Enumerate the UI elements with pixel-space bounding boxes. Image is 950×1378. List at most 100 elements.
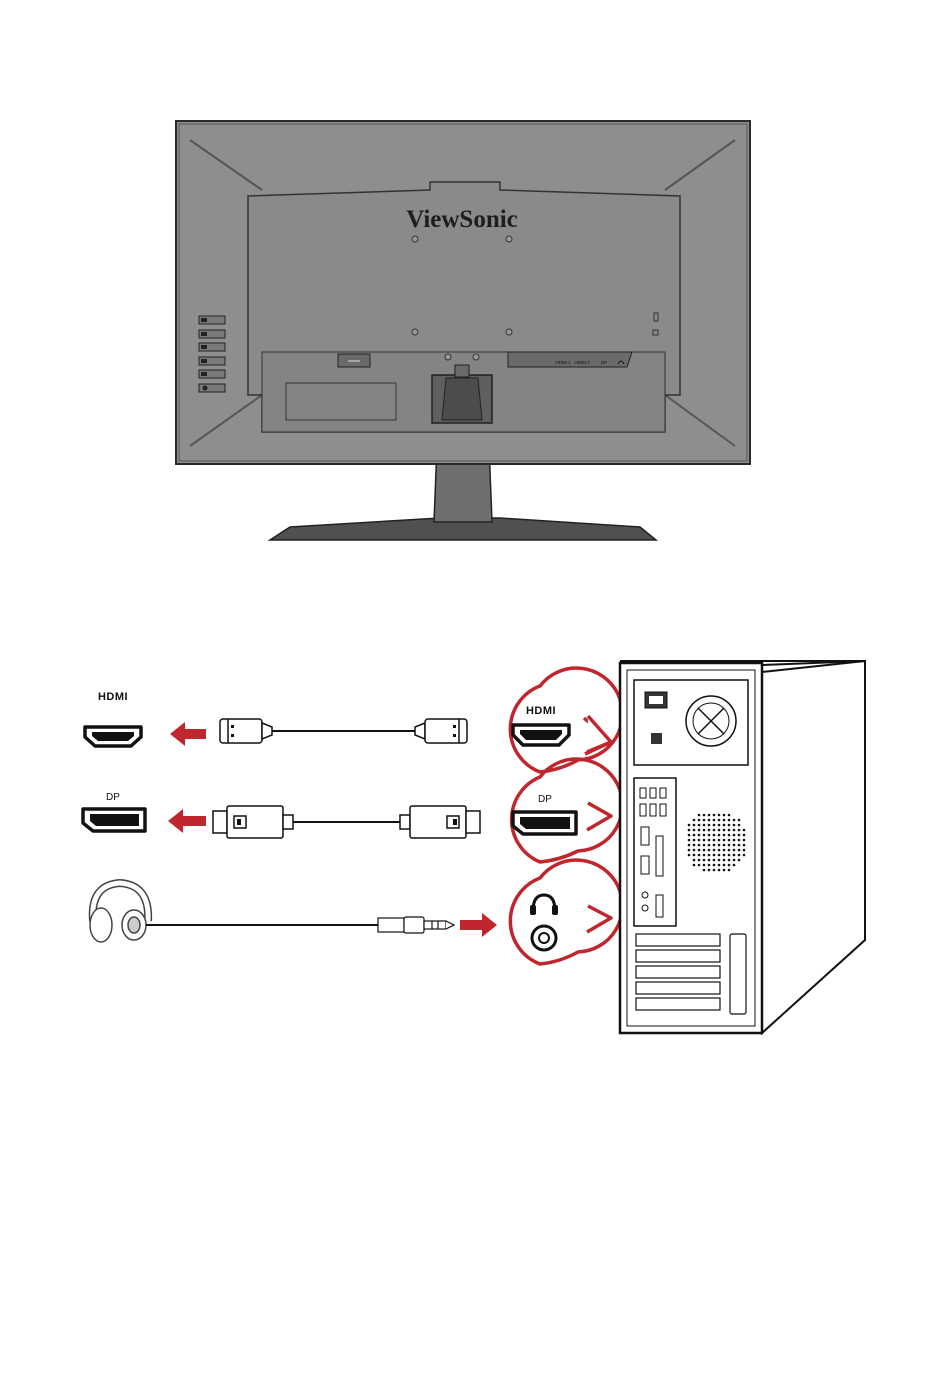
vent-hole bbox=[723, 849, 726, 852]
vent-hole bbox=[733, 864, 736, 867]
vent-hole bbox=[723, 814, 726, 817]
vent-hole bbox=[693, 819, 696, 822]
vent-hole bbox=[688, 854, 691, 857]
vent-hole bbox=[718, 859, 721, 862]
vent-hole bbox=[703, 854, 706, 857]
vent-hole bbox=[733, 839, 736, 842]
vent-hole bbox=[698, 849, 701, 852]
vent-hole bbox=[723, 819, 726, 822]
vent-hole bbox=[718, 844, 721, 847]
vent-hole bbox=[723, 864, 726, 867]
vent-hole bbox=[728, 839, 731, 842]
vent-hole bbox=[708, 869, 711, 872]
vent-hole bbox=[728, 854, 731, 857]
vent-hole bbox=[718, 864, 721, 867]
vent-hole bbox=[723, 839, 726, 842]
vent-hole bbox=[713, 824, 716, 827]
vent-hole bbox=[713, 829, 716, 832]
vent-hole bbox=[698, 844, 701, 847]
vent-hole bbox=[703, 819, 706, 822]
hdmi-cable bbox=[220, 719, 467, 743]
vent-hole bbox=[713, 844, 716, 847]
vent-hole bbox=[708, 829, 711, 832]
vent-hole bbox=[733, 824, 736, 827]
vent-hole bbox=[738, 849, 741, 852]
vent-hole bbox=[728, 844, 731, 847]
vent-hole bbox=[718, 814, 721, 817]
vent-hole bbox=[728, 864, 731, 867]
hdmi-callout bbox=[510, 668, 622, 772]
io-panel bbox=[634, 778, 676, 926]
vent-hole bbox=[738, 829, 741, 832]
vent-hole bbox=[738, 824, 741, 827]
dp-cable bbox=[213, 806, 480, 838]
vent-hole bbox=[738, 834, 741, 837]
vent-hole bbox=[728, 869, 731, 872]
vent-hole bbox=[708, 849, 711, 852]
vent-hole bbox=[713, 814, 716, 817]
vesa-screw bbox=[506, 236, 512, 242]
vent-hole bbox=[728, 834, 731, 837]
vent-hole bbox=[713, 839, 716, 842]
hdmi-logo-callout: HDMI bbox=[526, 705, 556, 717]
vent-hole bbox=[713, 859, 716, 862]
vent-hole bbox=[703, 824, 706, 827]
vent-hole bbox=[708, 834, 711, 837]
vent-hole bbox=[703, 814, 706, 817]
vent-hole bbox=[688, 849, 691, 852]
vent-hole bbox=[728, 849, 731, 852]
vent-hole bbox=[703, 864, 706, 867]
audio-callout bbox=[510, 860, 622, 964]
arrow-left-icon bbox=[168, 809, 206, 833]
vent-hole bbox=[708, 824, 711, 827]
vent-hole bbox=[743, 844, 746, 847]
vent-hole bbox=[688, 839, 691, 842]
dp-label-left: DP bbox=[106, 792, 120, 803]
vesa-screw bbox=[412, 329, 418, 335]
vent-hole bbox=[718, 849, 721, 852]
vent-hole bbox=[713, 849, 716, 852]
vent-hole bbox=[698, 829, 701, 832]
vent-hole bbox=[723, 834, 726, 837]
vent-hole bbox=[693, 864, 696, 867]
vent-hole bbox=[688, 824, 691, 827]
vent-hole bbox=[723, 844, 726, 847]
vent-hole bbox=[723, 859, 726, 862]
vent-hole bbox=[713, 819, 716, 822]
vent-hole bbox=[708, 814, 711, 817]
vent-hole bbox=[688, 844, 691, 847]
vent-hole bbox=[708, 864, 711, 867]
vent-hole bbox=[708, 839, 711, 842]
vent-hole bbox=[743, 834, 746, 837]
vent-hole bbox=[698, 819, 701, 822]
port-label-hdmi1: HDMI 1 bbox=[555, 360, 571, 365]
hdmi-logo-left: HDMI bbox=[98, 691, 128, 703]
vent-hole bbox=[708, 854, 711, 857]
vent-hole bbox=[698, 814, 701, 817]
audio-plug bbox=[378, 917, 454, 933]
vent-hole bbox=[688, 829, 691, 832]
vent-hole bbox=[693, 849, 696, 852]
vent-hole bbox=[698, 839, 701, 842]
vent-hole bbox=[738, 819, 741, 822]
vent-hole bbox=[738, 839, 741, 842]
vent-hole bbox=[708, 819, 711, 822]
vent-hole bbox=[733, 834, 736, 837]
headphones-icon bbox=[90, 883, 148, 942]
vent-hole bbox=[708, 844, 711, 847]
vent-hole bbox=[713, 834, 716, 837]
arrow-left-icon bbox=[170, 722, 206, 746]
hdmi-connection: HDMI HDMI bbox=[85, 668, 622, 772]
vent-hole bbox=[718, 834, 721, 837]
vent-hole bbox=[693, 839, 696, 842]
dp-connection: DP DP bbox=[83, 759, 622, 862]
audio-connection bbox=[90, 860, 622, 964]
vent-hole bbox=[693, 824, 696, 827]
vent-hole bbox=[718, 819, 721, 822]
vent-hole bbox=[743, 839, 746, 842]
vent-hole bbox=[703, 844, 706, 847]
vent-hole bbox=[713, 869, 716, 872]
vent-hole bbox=[703, 839, 706, 842]
vent-hole bbox=[698, 864, 701, 867]
vent-hole bbox=[728, 819, 731, 822]
